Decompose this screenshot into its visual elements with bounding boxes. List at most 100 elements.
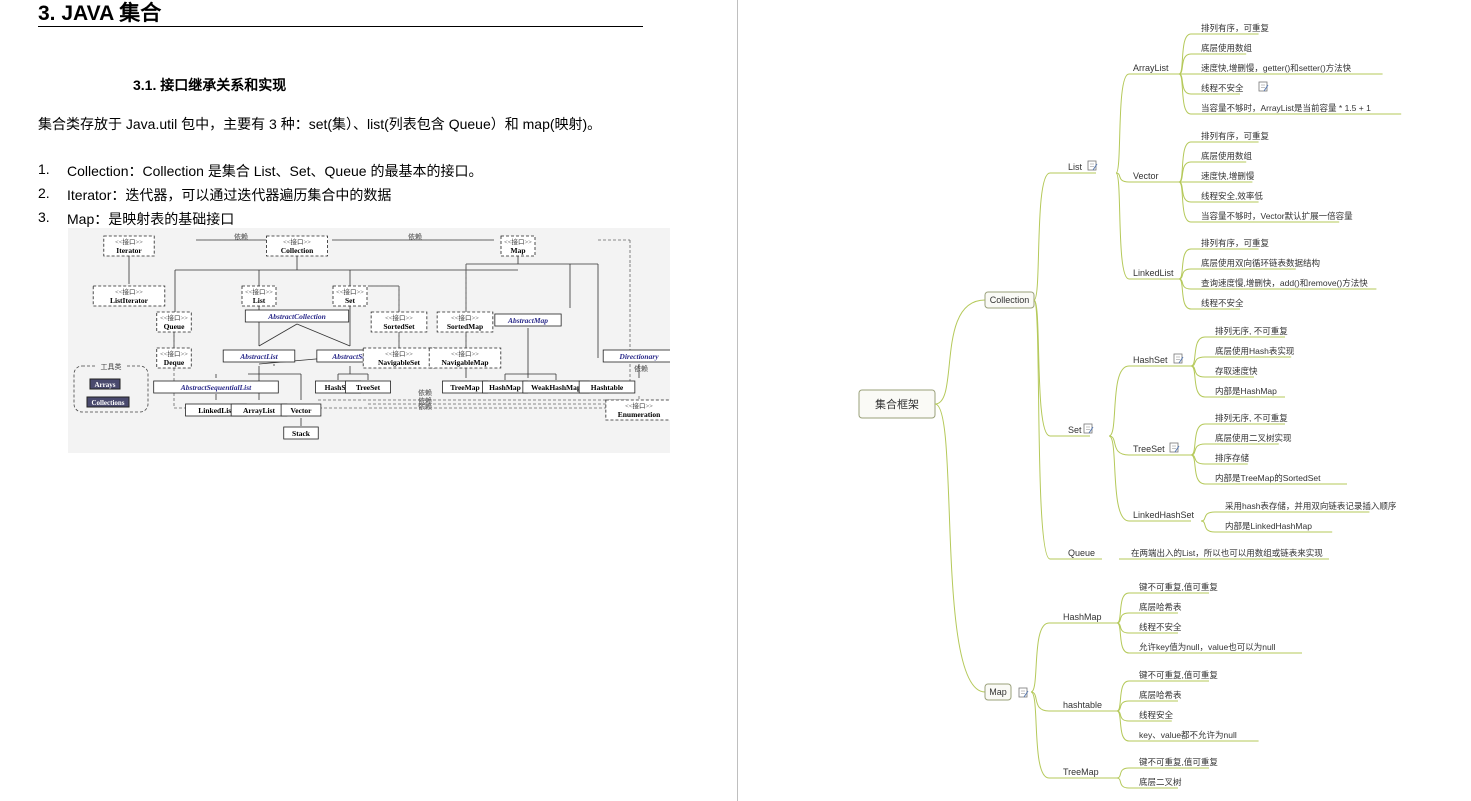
hashtable-branch <box>1116 710 1130 742</box>
arraylist-leaf: 当容量不够时，ArrayList是当前容量 * 1.5 + 1 <box>1201 103 1371 113</box>
note-icon-page <box>1258 81 1268 92</box>
collection-child-label: List <box>1068 162 1083 172</box>
list-number: 3. <box>38 209 50 225</box>
branch-list-child <box>1115 172 1130 280</box>
linkedhashset-branch <box>1200 511 1216 522</box>
uml-tools-title: 工具类 <box>101 362 122 371</box>
uml-class-deque: <<接口>>Deque <box>156 347 192 369</box>
mindmap-node-collection-label: Collection <box>990 295 1030 305</box>
note-icon-pen <box>1178 356 1184 364</box>
uml-class-name: WeakHashMap <box>531 383 581 392</box>
linkedlist-leaf: 底层使用双向循环链表数据结构 <box>1201 258 1320 268</box>
uml-box <box>244 309 350 323</box>
hashset-branch <box>1190 336 1206 367</box>
uml-box <box>345 380 391 394</box>
note-icon-pen <box>1092 163 1098 171</box>
uml-class-name: Enumeration <box>618 410 661 419</box>
note-icon-pen <box>1023 690 1029 698</box>
intro-paragraph: 集合类存放于 Java.util 包中，主要有 3 种：set(集）、list(… <box>38 116 602 132</box>
note-icon <box>1258 81 1269 92</box>
note-icon <box>1087 160 1098 171</box>
vector-leaf: 速度快,增删慢 <box>1201 171 1255 181</box>
uml-class-name: AbstractMap <box>507 316 548 325</box>
collection-child-label: Set <box>1068 425 1082 435</box>
uml-class-abstractlist: AbstractList <box>222 349 296 363</box>
list-item: 3. Map：是映射表的基础接口 <box>38 209 234 229</box>
uml-connector <box>258 323 298 347</box>
note-icon <box>1173 353 1184 364</box>
map-child-label: TreeMap <box>1063 767 1099 777</box>
hashset-leaf: 内部是HashMap <box>1215 386 1277 396</box>
page-divider <box>737 0 738 801</box>
uml-class-sortedmap: <<接口>>SortedMap <box>436 311 494 333</box>
treemap-branch <box>1116 767 1130 779</box>
uml-dependency-label: 依赖 <box>418 402 432 411</box>
collection-mindmap: 集合框架CollectionMapListSetQueueArrayListVe… <box>858 23 1402 789</box>
document-page-left: 3. JAVA 集合 3.1. 接口继承关系和实现 集合类存放于 Java.ut… <box>38 2 670 453</box>
treeset-branch <box>1190 443 1206 456</box>
uml-class-name: AbstractCollection <box>267 312 326 321</box>
uml-class-enumeration: <<接口>>Enumeration <box>605 399 670 421</box>
uml-box <box>241 285 277 307</box>
mindmap-node-map <box>984 683 1012 701</box>
uml-box <box>602 349 670 363</box>
linkedlist-leaf: 查询速度慢,增删快，add()和remove()方法快 <box>1201 278 1368 288</box>
branch-set-child <box>1108 435 1130 456</box>
treemap-leaf: 键不可重复,值可重复 <box>1139 757 1218 767</box>
mindmap-node-map-label: Map <box>989 687 1007 697</box>
uml-class-name: Hashtable <box>591 383 624 392</box>
branch-root-collection <box>934 299 986 405</box>
uml-class-name: Iterator <box>116 246 142 255</box>
linkedlist-branch <box>1178 248 1192 280</box>
hashtable-leaf: 线程安全 <box>1139 710 1174 720</box>
uml-stereotype: <<接口>> <box>385 313 413 322</box>
uml-stereotype: <<接口>> <box>115 287 143 296</box>
uml-box <box>280 403 322 417</box>
uml-class-arraylist: ArrayList <box>230 403 288 417</box>
uml-class-abstractsequentiallist: AbstractSequentialList <box>153 380 279 394</box>
uml-box <box>153 380 279 394</box>
uml-class-name: Queue <box>164 322 186 331</box>
note-icon-pen <box>1088 426 1094 434</box>
uml-class-collection: <<接口>>Collection <box>266 235 328 257</box>
uml-class-name: TreeMap <box>450 383 479 392</box>
uml-box <box>156 347 192 369</box>
arraylist-leaf: 线程不安全 <box>1201 83 1244 93</box>
uml-box <box>156 311 192 333</box>
uml-class-list: <<接口>>List <box>241 285 277 307</box>
uml-box <box>370 311 428 333</box>
linkedlist-leaf: 线程不安全 <box>1201 298 1244 308</box>
vector-branch <box>1178 161 1192 183</box>
list-text: Map：是映射表的基础接口 <box>67 211 235 227</box>
linkedhashset-leaf: 内部是LinkedHashMap <box>1225 521 1312 531</box>
note-icon-pen <box>1263 84 1269 92</box>
vector-leaf: 排列有序，可重复 <box>1201 131 1270 141</box>
set-child-label: HashSet <box>1133 355 1168 365</box>
uml-tools-frame <box>73 365 149 413</box>
uml-class-name: ListIterator <box>110 296 149 305</box>
uml-box <box>332 285 368 307</box>
treeset-branch <box>1190 454 1206 485</box>
uml-class-abstractmap: AbstractMap <box>494 313 562 327</box>
hashmap-leaf: 键不可重复,值可重复 <box>1139 582 1218 592</box>
uml-class-name: ArrayList <box>243 406 276 415</box>
branch-collection-child <box>1033 172 1051 301</box>
uml-tool-name: Arrays <box>95 381 116 389</box>
uml-class-navigablemap: <<接口>>NavigableMap <box>428 347 502 369</box>
branch-root-map <box>934 403 986 693</box>
uml-class-treemap: TreeMap <box>442 380 488 394</box>
hashtable-leaf: 底层哈希表 <box>1139 690 1182 700</box>
hashmap-branch <box>1116 592 1130 624</box>
uml-tool-name: Collections <box>91 399 124 407</box>
uml-box <box>605 399 670 421</box>
uml-stereotype: <<接口>> <box>625 401 653 410</box>
uml-dependency-label: 依赖 <box>418 388 432 397</box>
treemap-leaf: 底层二叉树 <box>1139 777 1182 787</box>
uml-stereotype: <<接口>> <box>160 313 188 322</box>
list-child-label: LinkedList <box>1133 268 1174 278</box>
uml-box <box>500 235 536 257</box>
uml-class-abstractcollection: AbstractCollection <box>244 309 350 323</box>
hashtable-leaf: key、value都不允许为null <box>1139 730 1237 740</box>
linkedlist-leaf: 排列有序，可重复 <box>1201 238 1270 248</box>
